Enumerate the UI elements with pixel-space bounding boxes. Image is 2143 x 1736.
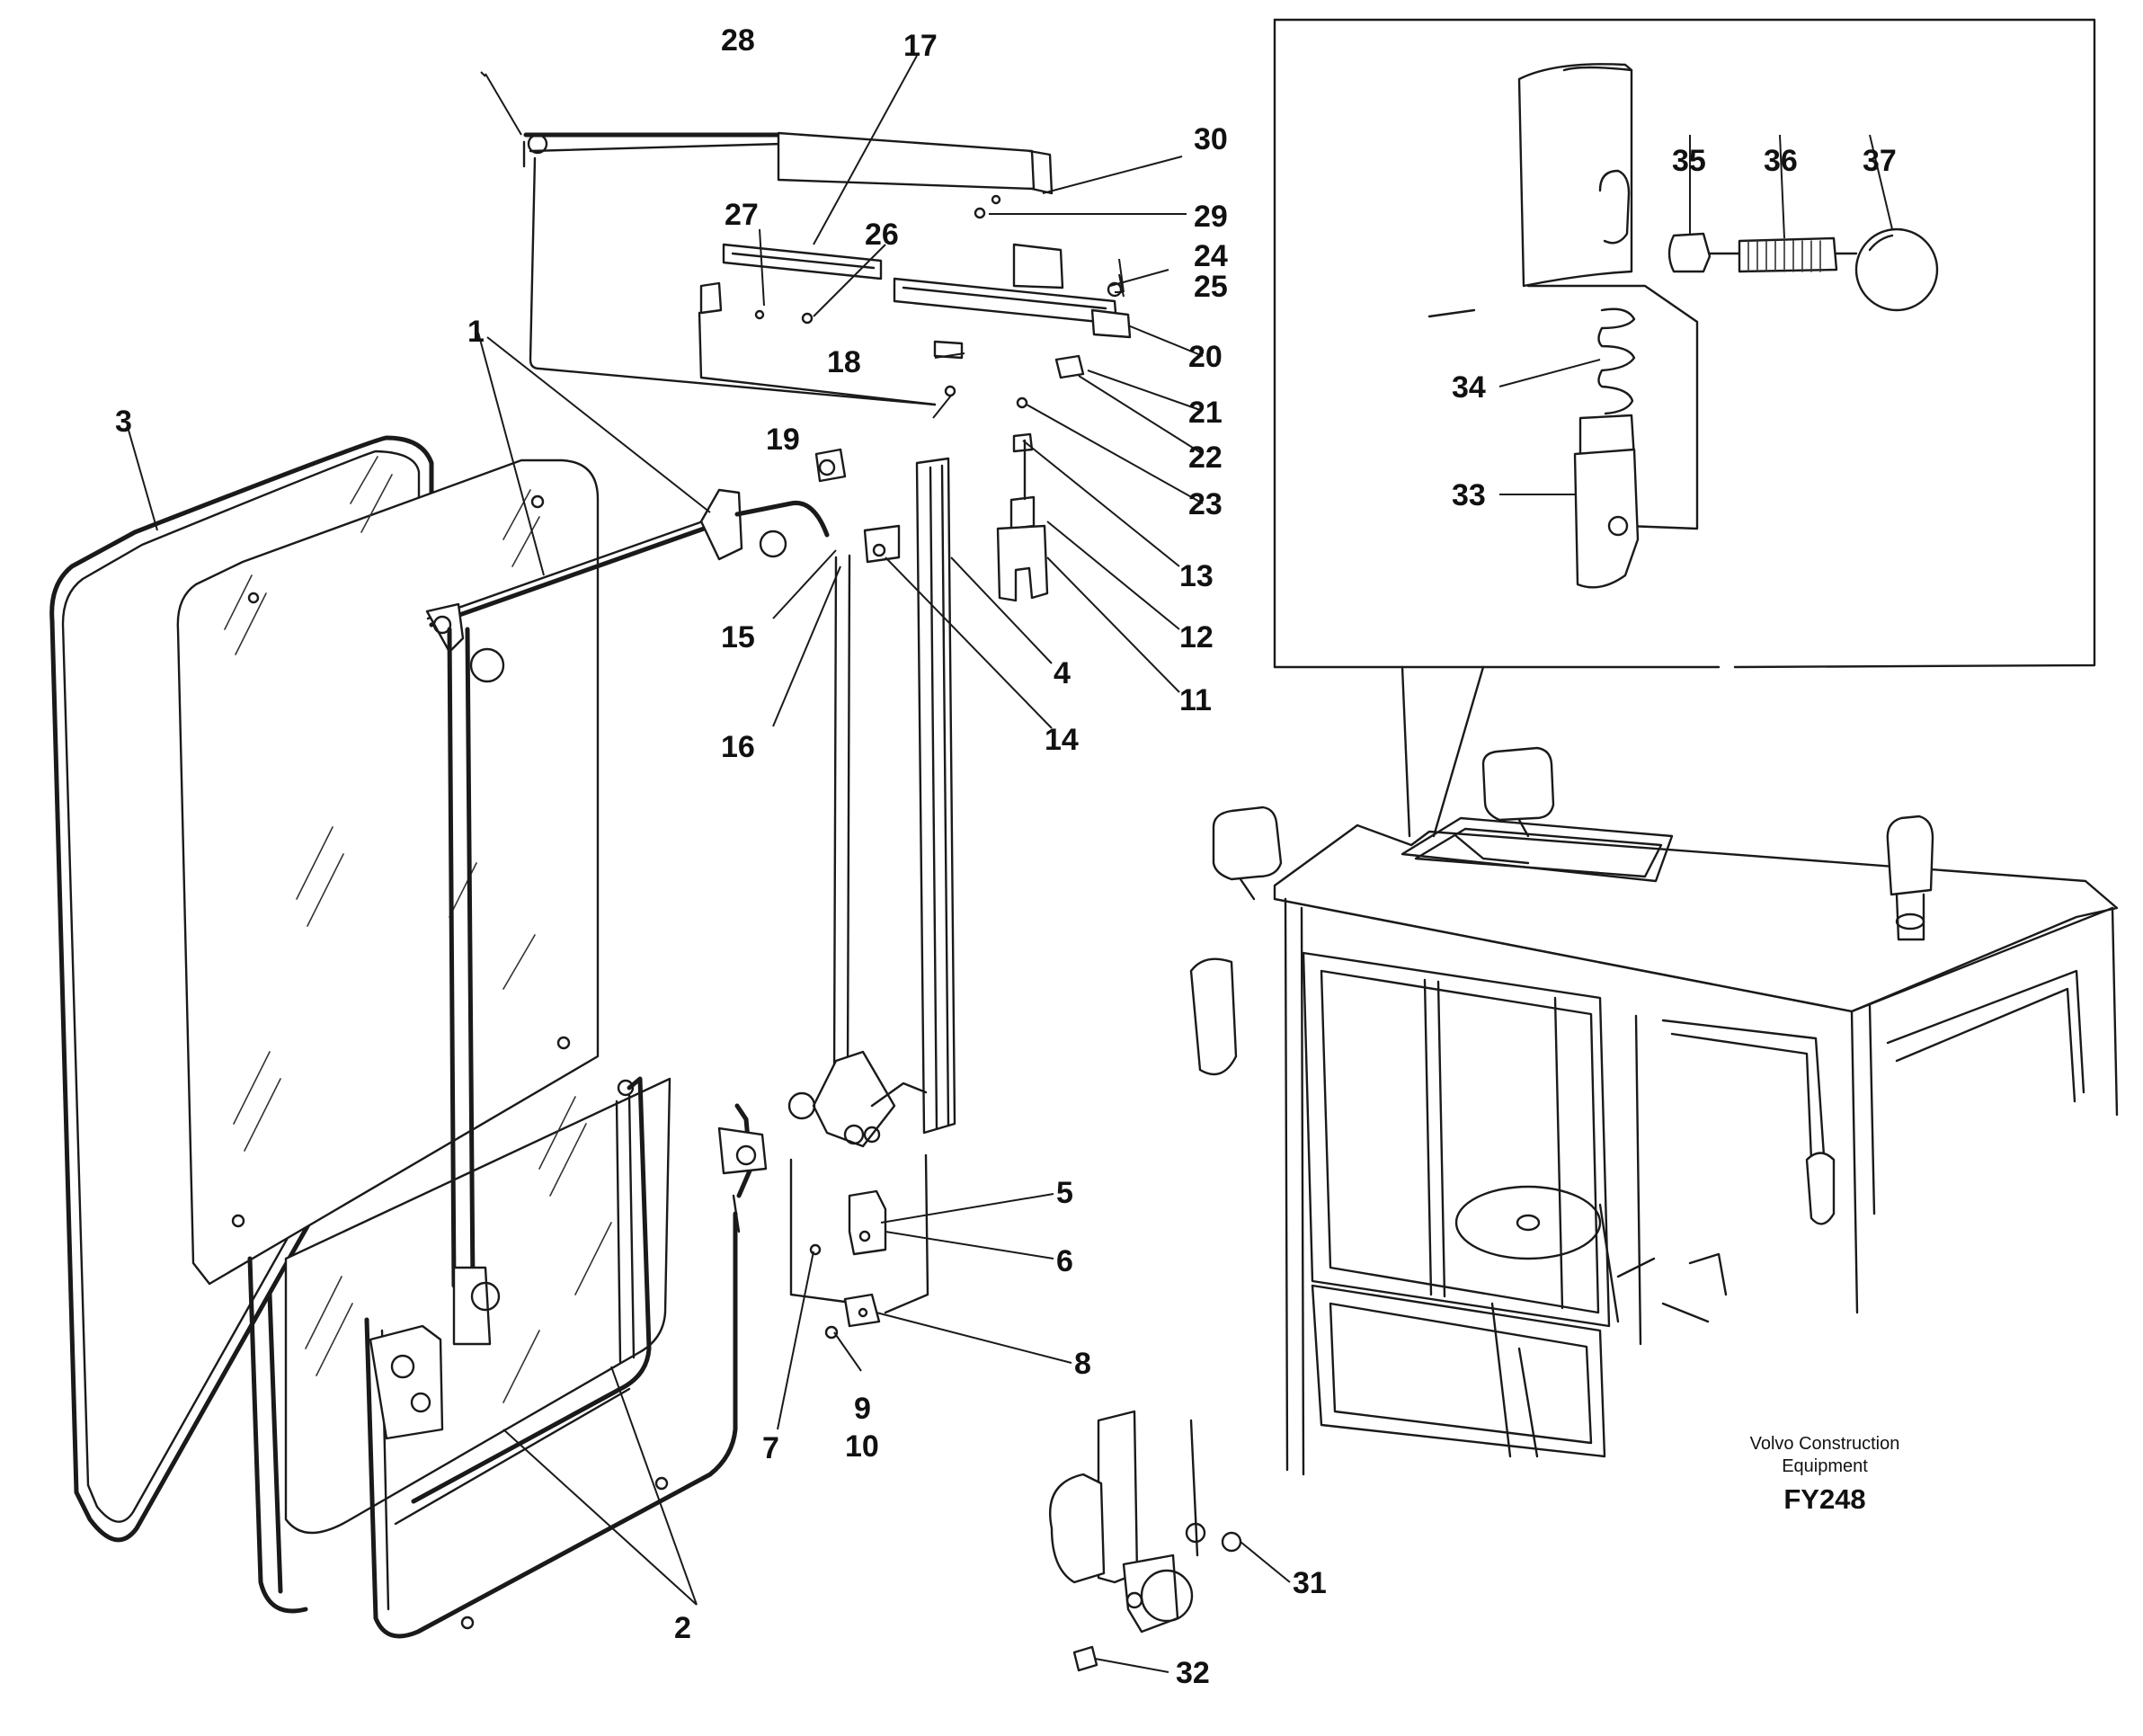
callout-3: 3 [115,405,132,439]
callout-34: 34 [1452,370,1486,405]
work-lamps [1212,746,1934,941]
callout-7: 7 [762,1431,779,1465]
publisher-credit: Volvo Construction Equipment FY248 [1750,1434,1900,1515]
callout-labels: 28 17 30 29 27 26 24 25 18 20 19 21 22 2… [115,23,1897,1690]
leader-lines [127,55,1893,1673]
callout-31: 31 [1293,1566,1327,1600]
callout-37: 37 [1863,144,1897,178]
callout-15: 15 [721,620,755,654]
callout-30: 30 [1194,122,1228,156]
gas-strut-28 [522,131,1054,406]
callout-29: 29 [1194,200,1228,234]
inset-latch-detail [1427,63,1939,589]
callout-19: 19 [766,423,800,457]
small-fittings [933,194,1123,602]
figure-code: FY248 [1783,1483,1865,1515]
callout-23: 23 [1188,487,1223,521]
credit-line-1: Volvo Construction [1750,1434,1900,1454]
callout-6: 6 [1056,1244,1073,1278]
side-mirrors [1189,957,1836,1225]
slide-rail-upper [698,243,1132,406]
callout-20: 20 [1188,340,1223,374]
callout-18: 18 [827,345,861,379]
door-latch-arm [717,1103,768,1233]
callout-21: 21 [1188,396,1223,430]
callout-22: 22 [1188,441,1223,475]
callout-11: 11 [1179,683,1212,717]
cab-roof-hatch [1401,816,1674,883]
lower-brackets [789,1153,929,1340]
callout-9: 9 [854,1392,871,1426]
callout-32: 32 [1176,1656,1210,1690]
link-arm-16 [787,554,928,1148]
callout-5: 5 [1056,1176,1073,1210]
callout-36: 36 [1764,144,1798,178]
upper-glass-pane [176,456,600,1286]
callout-13: 13 [1179,559,1214,593]
callout-28: 28 [721,23,755,58]
callout-2: 2 [674,1611,691,1645]
callout-4: 4 [1054,656,1071,690]
window-frame-2 [394,1079,669,1630]
cab-outline [1273,823,2119,1476]
door-catch-assembly [1049,1410,1242,1672]
callout-25: 25 [1194,270,1228,304]
guide-rail-4 [814,448,956,1135]
callout-27: 27 [725,198,759,232]
callout-16: 16 [721,730,755,764]
callout-14: 14 [1045,723,1079,757]
callout-17: 17 [903,29,938,63]
callout-10: 10 [845,1429,879,1464]
window-seal-3 [49,435,434,1543]
callout-26: 26 [865,218,899,252]
callout-1: 1 [467,315,485,349]
callout-8: 8 [1074,1347,1091,1381]
detail-inset-frame [1273,18,2096,838]
callout-24: 24 [1194,239,1228,273]
lower-hinge-bracket [369,1324,444,1440]
callout-35: 35 [1672,144,1706,178]
callout-33: 33 [1452,478,1486,512]
callout-12: 12 [1179,620,1214,654]
credit-line-2: Equipment [1782,1456,1868,1476]
hinge-rod-assembly-1 [425,488,830,1346]
